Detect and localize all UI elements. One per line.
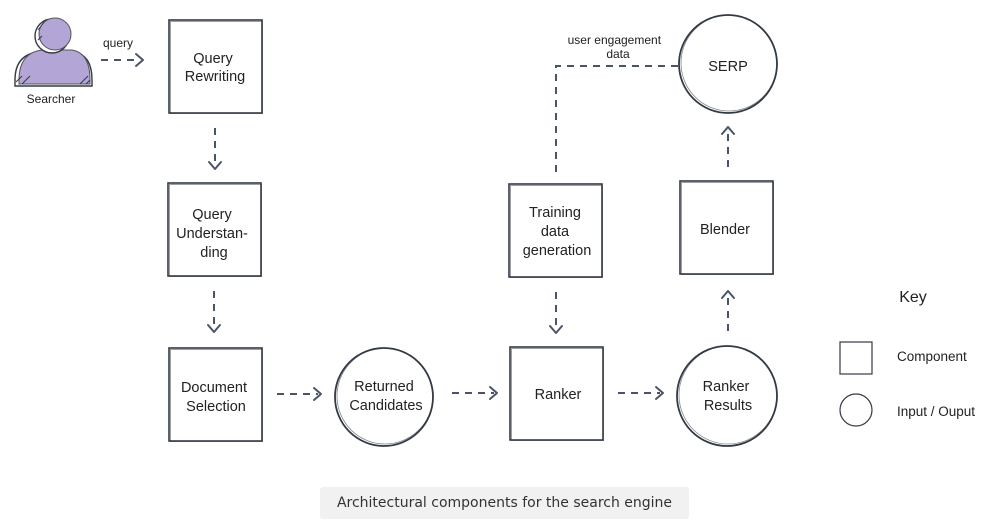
key-io-label: Input / Ouput — [897, 404, 975, 419]
ranker-results-label: Ranker Results — [703, 379, 754, 414]
ranker-box: Ranker — [509, 346, 604, 441]
arrow-candidates-to-ranker — [452, 386, 498, 400]
blender-label: Blender — [700, 222, 750, 238]
arrow-results-to-blender — [721, 290, 735, 331]
training-data-generation-box: Training data generation — [508, 183, 603, 278]
ranker-results-circle: Ranker Results — [676, 345, 778, 447]
arrow-searcher-to-rewriting — [101, 53, 144, 67]
document-selection-label: Document Selection — [181, 380, 251, 415]
searcher-label: Searcher — [27, 92, 76, 106]
returned-candidates-circle: Returned Candidates — [334, 347, 434, 447]
query-understanding-label: Query Understan- ding — [176, 207, 252, 261]
arrow-selection-to-candidates — [277, 387, 322, 401]
key-component-label: Component — [897, 349, 967, 364]
arrow-rewriting-to-understanding — [208, 128, 222, 170]
serp-label: SERP — [708, 59, 748, 75]
arrow-understanding-to-selection — [207, 291, 221, 333]
key-component-square-icon — [839, 341, 873, 375]
returned-candidates-label: Returned Candidates — [349, 379, 422, 414]
arrow-blender-to-serp — [721, 126, 735, 167]
engagement-data-label: user engagement data — [568, 33, 665, 61]
document-selection-box: Document Selection — [168, 347, 263, 442]
key-io-circle-icon — [839, 393, 873, 427]
figure-caption: Architectural components for the search … — [320, 487, 689, 519]
blender-box: Blender — [679, 180, 774, 275]
query-label: query — [103, 36, 133, 50]
arrow-ranker-to-results — [618, 386, 664, 400]
ranker-label: Ranker — [535, 387, 582, 403]
query-understanding-box: Query Understan- ding — [167, 182, 262, 277]
key-title: Key — [899, 289, 927, 306]
training-data-generation-label: Training data generation — [523, 205, 592, 259]
query-rewriting-label: Query Rewriting — [185, 51, 245, 85]
query-rewriting-box: Query Rewriting — [168, 19, 263, 114]
searcher-user-icon — [14, 17, 93, 87]
serp-circle: SERP — [678, 14, 778, 114]
arrow-training-to-ranker — [549, 292, 563, 334]
arrow-serp-to-training — [555, 65, 678, 178]
